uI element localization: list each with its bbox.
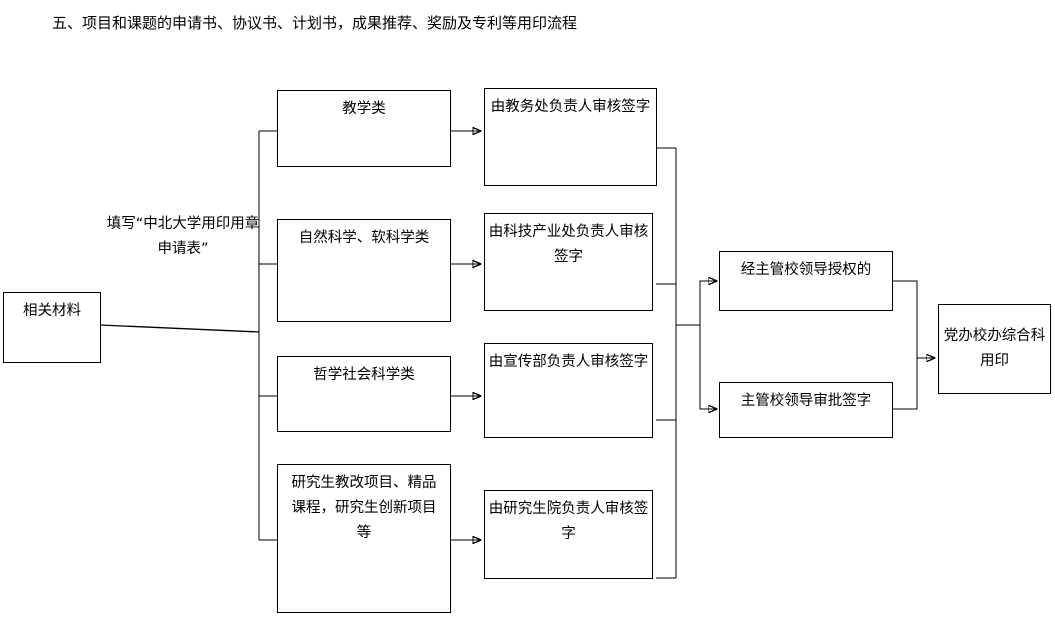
node-approval-authorized[interactable]: 经主管校领导授权的 [719, 251, 893, 311]
node-cat-graduate[interactable]: 研究生教改项目、精品课程，研究生创新项目等 [277, 464, 451, 613]
node-seal-office[interactable]: 党办校办综合科用印 [938, 304, 1051, 394]
node-label: 由科技产业处负责人审核签字 [488, 224, 649, 265]
node-label: 研究生教改项目、精品课程，研究生创新项目等 [291, 475, 437, 541]
node-cat-natural-science[interactable]: 自然科学、软科学类 [277, 219, 451, 322]
node-review-sci-tech-industry[interactable]: 由科技产业处负责人审核签字 [484, 213, 653, 311]
node-label: 教学类 [342, 101, 386, 117]
node-label: 哲学社会科学类 [313, 367, 415, 383]
wire-trunk-to-approval-bottom [676, 324, 717, 409]
edge-label-application-form: 填写“中北大学用印用章申请表” [106, 216, 260, 257]
node-label: 党办校办综合科用印 [943, 328, 1046, 369]
node-label: 由教务处负责人审核签字 [490, 99, 651, 115]
node-label: 由宣传部负责人审核签字 [488, 354, 649, 370]
wire-trunk-to-approval-top [676, 281, 717, 326]
wire-approval-bottom-to-end [892, 358, 918, 410]
node-cat-teaching[interactable]: 教学类 [277, 90, 451, 167]
wire-materials-to-trunk [99, 324, 260, 333]
page-title: 五、项目和课题的申请书、协议书、计划书，成果推荐、奖励及专利等用印流程 [52, 14, 578, 32]
node-review-graduate-school[interactable]: 由研究生院负责人审核签字 [484, 490, 653, 579]
wire-approval-top-to-end [892, 280, 935, 358]
node-label: 相关材料 [23, 303, 81, 319]
node-review-academic-affairs[interactable]: 由教务处负责人审核签字 [484, 88, 657, 186]
node-materials[interactable]: 相关材料 [3, 292, 101, 363]
node-approval-leader-sign[interactable]: 主管校领导审批签字 [719, 382, 893, 438]
node-label: 由研究生院负责人审核签字 [488, 501, 649, 542]
node-cat-philosophy-social[interactable]: 哲学社会科学类 [277, 356, 451, 432]
node-review-propaganda[interactable]: 由宣传部负责人审核签字 [484, 343, 653, 438]
node-label: 经主管校领导授权的 [740, 262, 872, 278]
node-label: 自然科学、软科学类 [298, 230, 430, 246]
node-label: 主管校领导审批签字 [740, 393, 872, 409]
